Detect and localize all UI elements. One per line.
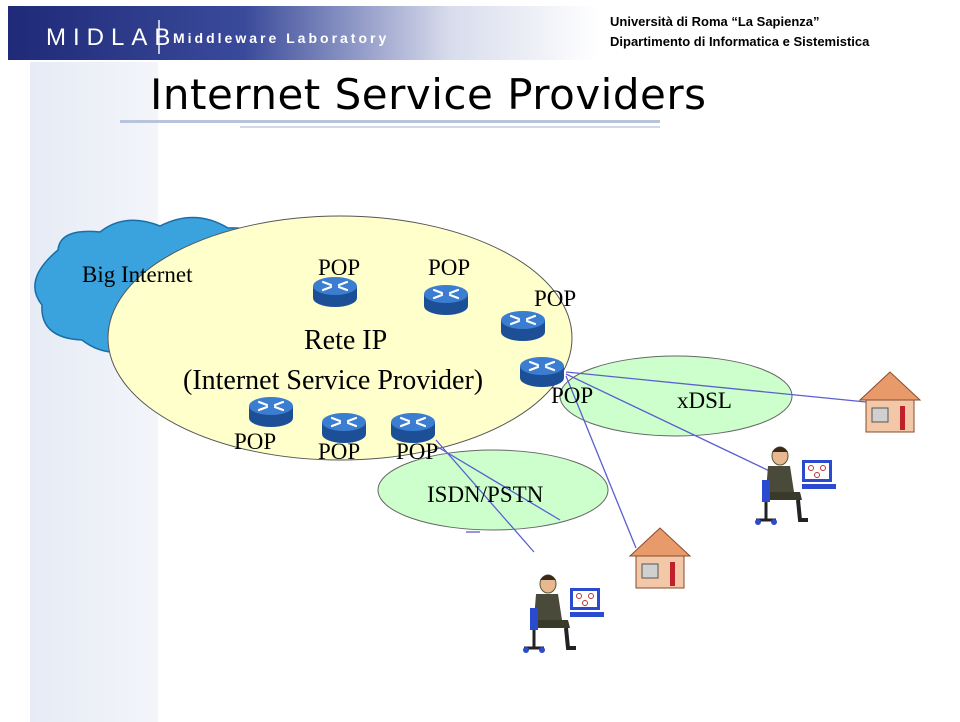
logo-main-text: MIDLAB bbox=[46, 24, 178, 51]
midlab-logo-banner: MIDLAB Middleware Laboratory bbox=[8, 6, 598, 60]
xdsl-access-area bbox=[559, 355, 793, 437]
pop-label-5: POP bbox=[234, 429, 276, 454]
pop-label-3: POP bbox=[534, 286, 576, 311]
user-at-computer-icon bbox=[521, 573, 606, 655]
title-underline-secondary bbox=[240, 126, 660, 128]
logo-separator bbox=[158, 20, 160, 54]
pop-label-1: POP bbox=[318, 255, 360, 280]
university-name: Università di Roma “La Sapienza” bbox=[610, 14, 820, 29]
logo-sub-text: Middleware Laboratory bbox=[173, 30, 390, 46]
department-name: Dipartimento di Informatica e Sistemisti… bbox=[610, 34, 870, 49]
pop-label-2: POP bbox=[428, 255, 470, 280]
isp-network-area bbox=[107, 215, 573, 461]
pop-router-1 bbox=[311, 275, 359, 309]
isdn-pstn-label: ISDN/PSTN bbox=[427, 482, 544, 507]
title-underline bbox=[120, 120, 660, 123]
pop-label-4: POP bbox=[551, 383, 593, 408]
pop-label-7: POP bbox=[396, 439, 438, 464]
xdsl-label: xDSL bbox=[677, 388, 732, 413]
pop-router-3 bbox=[499, 309, 547, 343]
home-house-icon bbox=[859, 371, 921, 433]
isp-label-line2: (Internet Service Provider) bbox=[183, 365, 483, 396]
big-internet-label: Big Internet bbox=[82, 262, 193, 287]
pop-router-5 bbox=[247, 395, 295, 429]
pop-router-2 bbox=[422, 283, 470, 317]
access-links bbox=[435, 371, 867, 553]
isp-label-line1: Rete IP bbox=[304, 325, 387, 356]
slide-header: MIDLAB Middleware Laboratory Università … bbox=[0, 0, 960, 64]
pop-label-6: POP bbox=[318, 439, 360, 464]
isdn-pstn-access-area bbox=[377, 449, 609, 531]
home-house-icon bbox=[629, 527, 691, 589]
user-at-computer-icon bbox=[753, 445, 838, 527]
slide-title: Internet Service Providers bbox=[150, 70, 707, 119]
